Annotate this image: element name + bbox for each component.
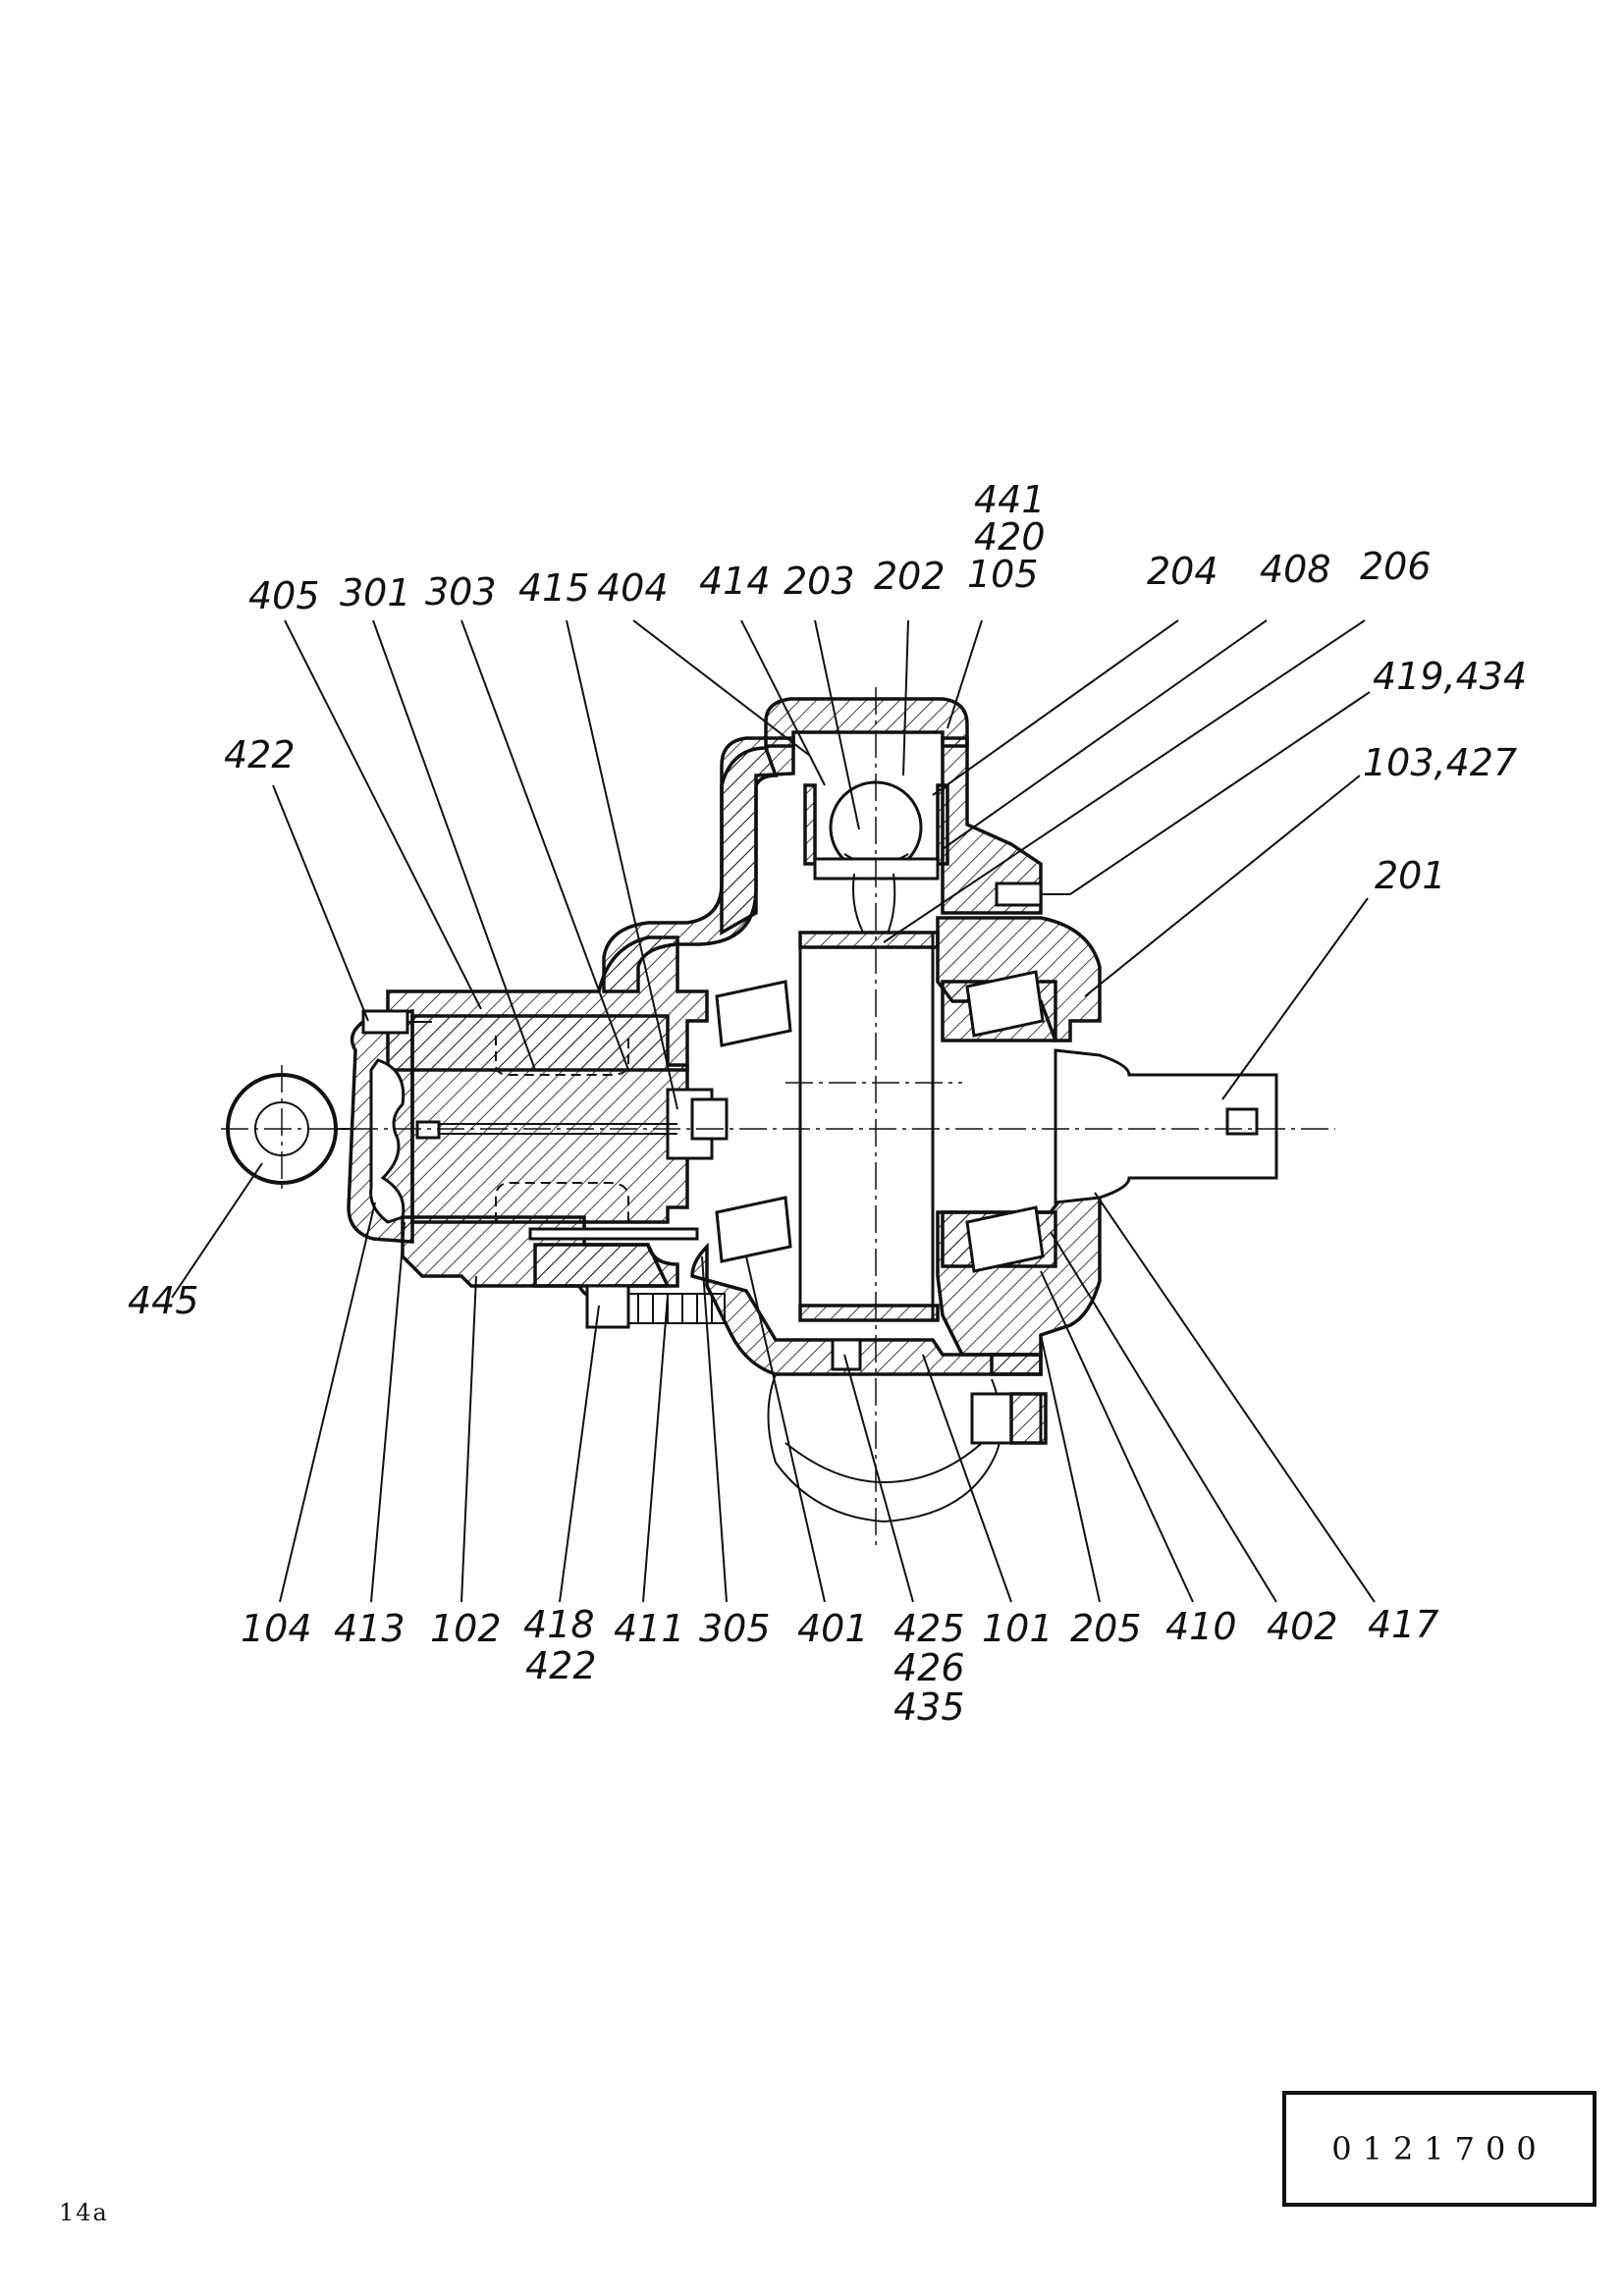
callout-101: 101	[982, 1607, 1054, 1650]
callout-303: 303	[425, 570, 497, 614]
callout-402: 402	[1267, 1605, 1338, 1648]
callout-204: 204	[1147, 550, 1218, 593]
callout-422-top: 422	[224, 733, 296, 776]
callout-305: 305	[699, 1607, 771, 1650]
callout-413: 413	[334, 1607, 406, 1650]
center-lines	[221, 687, 1335, 1551]
page-label: 14a	[59, 2199, 109, 2226]
callout-415: 415	[518, 566, 590, 610]
callout-104: 104	[241, 1607, 312, 1650]
callout-103-427: 103,427	[1363, 741, 1517, 784]
leader-lines	[171, 619, 1376, 1603]
callout-205: 205	[1070, 1607, 1142, 1650]
callout-202: 202	[874, 555, 946, 598]
document-number: 0121700	[1331, 2130, 1547, 2167]
callout-102: 102	[430, 1607, 502, 1650]
callout-labels: 441 420 105 405 301 303 415 404 414 203 …	[128, 478, 1527, 1729]
callout-410: 410	[1165, 1605, 1237, 1648]
callout-426: 426	[893, 1646, 965, 1689]
callout-422-bottom: 422	[525, 1644, 597, 1687]
internal-parts	[361, 780, 1278, 1371]
callout-203: 203	[784, 560, 855, 603]
callout-206: 206	[1360, 545, 1432, 588]
callout-401: 401	[797, 1607, 869, 1650]
document-number-box: 0121700	[1282, 2091, 1596, 2207]
callout-417: 417	[1368, 1603, 1439, 1646]
callout-411: 411	[614, 1607, 685, 1650]
callout-445: 445	[128, 1279, 199, 1322]
callout-441: 441	[974, 478, 1046, 521]
callout-408: 408	[1260, 548, 1331, 591]
callout-425: 425	[893, 1607, 965, 1650]
callout-404: 404	[597, 566, 669, 610]
callout-301: 301	[340, 571, 411, 614]
callout-405: 405	[248, 574, 320, 617]
callout-419-434: 419,434	[1373, 655, 1527, 698]
callout-201: 201	[1375, 854, 1446, 897]
callout-435: 435	[893, 1685, 965, 1729]
callout-414: 414	[699, 560, 771, 603]
callout-420: 420	[974, 515, 1046, 559]
callout-418: 418	[523, 1603, 595, 1646]
callout-105: 105	[967, 553, 1039, 596]
